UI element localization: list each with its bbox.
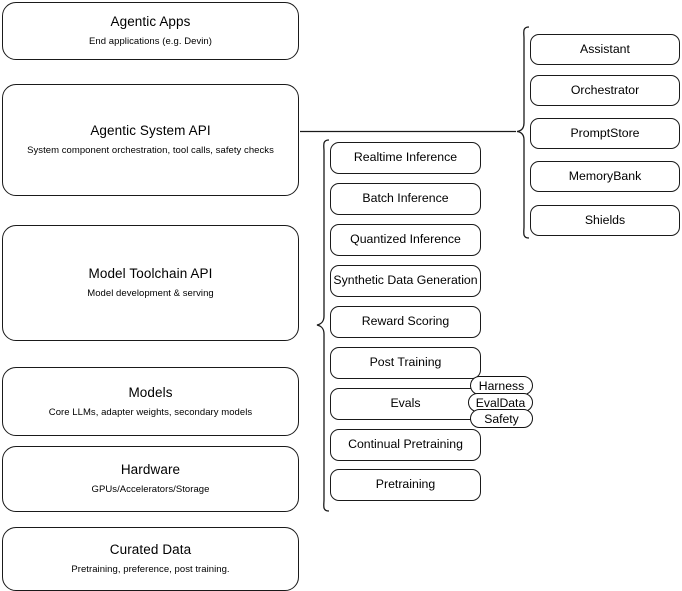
- toolchain-node-batch-inference[interactable]: Batch Inference: [330, 183, 481, 215]
- node-label: Batch Inference: [362, 191, 449, 206]
- layer-subtitle: End applications (e.g. Devin): [89, 36, 212, 47]
- layer-subtitle: Core LLMs, adapter weights, secondary mo…: [48, 406, 253, 418]
- layer-subtitle: Pretraining, preference, post training.: [71, 564, 230, 575]
- toolchain-components-brace: [316, 139, 330, 512]
- system-node-memorybank[interactable]: MemoryBank: [530, 161, 680, 192]
- layer-title: Agentic System API: [90, 123, 211, 139]
- layer-card-agentic-system-api[interactable]: Agentic System API System component orch…: [2, 84, 299, 196]
- node-label: Evals: [390, 396, 421, 411]
- node-label: Shields: [584, 212, 626, 227]
- node-label: MemoryBank: [568, 168, 642, 183]
- layer-card-model-toolchain-api[interactable]: Model Toolchain API Model development & …: [2, 225, 299, 341]
- node-label: Continual Pretraining: [348, 437, 463, 452]
- layer-title: Models: [128, 384, 173, 400]
- node-label: Pretraining: [375, 477, 436, 492]
- toolchain-node-synthetic-data-generation[interactable]: Synthetic Data Generation: [330, 265, 481, 297]
- layer-subtitle: GPUs/Accelerators/Storage: [91, 484, 210, 495]
- system-node-orchestrator[interactable]: Orchestrator: [530, 75, 680, 106]
- toolchain-node-evals[interactable]: Evals: [330, 388, 481, 420]
- system-components-brace: [516, 26, 530, 239]
- node-label: Assistant: [580, 41, 630, 56]
- node-label: Safety: [484, 411, 519, 426]
- system-node-assistant[interactable]: Assistant: [530, 34, 680, 65]
- system-node-shields[interactable]: Shields: [530, 205, 680, 236]
- system-node-promptstore[interactable]: PromptStore: [530, 118, 680, 149]
- toolchain-node-realtime-inference[interactable]: Realtime Inference: [330, 142, 481, 174]
- layer-card-hardware[interactable]: Hardware GPUs/Accelerators/Storage: [2, 446, 299, 512]
- layer-subtitle: Model development & serving: [87, 288, 214, 299]
- toolchain-node-reward-scoring[interactable]: Reward Scoring: [330, 306, 481, 338]
- toolchain-node-pretraining[interactable]: Pretraining: [330, 469, 481, 501]
- layer-title: Curated Data: [109, 542, 192, 558]
- node-label: Post Training: [369, 355, 442, 370]
- node-label: PromptStore: [570, 125, 640, 140]
- layer-title: Hardware: [120, 462, 181, 478]
- node-label: Quantized Inference: [350, 232, 461, 247]
- evals-subnode-safety[interactable]: Safety: [470, 409, 533, 428]
- layer-card-agentic-apps[interactable]: Agentic Apps End applications (e.g. Devi…: [2, 2, 299, 60]
- node-label: Realtime Inference: [353, 150, 458, 165]
- layer-subtitle: System component orchestration, tool cal…: [27, 145, 274, 156]
- toolchain-node-continual-pretraining[interactable]: Continual Pretraining: [330, 429, 481, 461]
- layer-title: Agentic Apps: [110, 14, 191, 30]
- layer-card-models[interactable]: Models Core LLMs, adapter weights, secon…: [2, 367, 299, 436]
- layer-title: Model Toolchain API: [88, 266, 213, 282]
- node-label: Harness: [478, 378, 525, 393]
- toolchain-node-quantized-inference[interactable]: Quantized Inference: [330, 224, 481, 256]
- node-label: Synthetic Data Generation: [333, 273, 478, 288]
- node-label: Orchestrator: [570, 82, 640, 97]
- toolchain-node-post-training[interactable]: Post Training: [330, 347, 481, 379]
- node-label: EvalData: [475, 395, 526, 410]
- node-label: Reward Scoring: [361, 314, 450, 329]
- layer-card-curated-data[interactable]: Curated Data Pretraining, preference, po…: [2, 527, 299, 591]
